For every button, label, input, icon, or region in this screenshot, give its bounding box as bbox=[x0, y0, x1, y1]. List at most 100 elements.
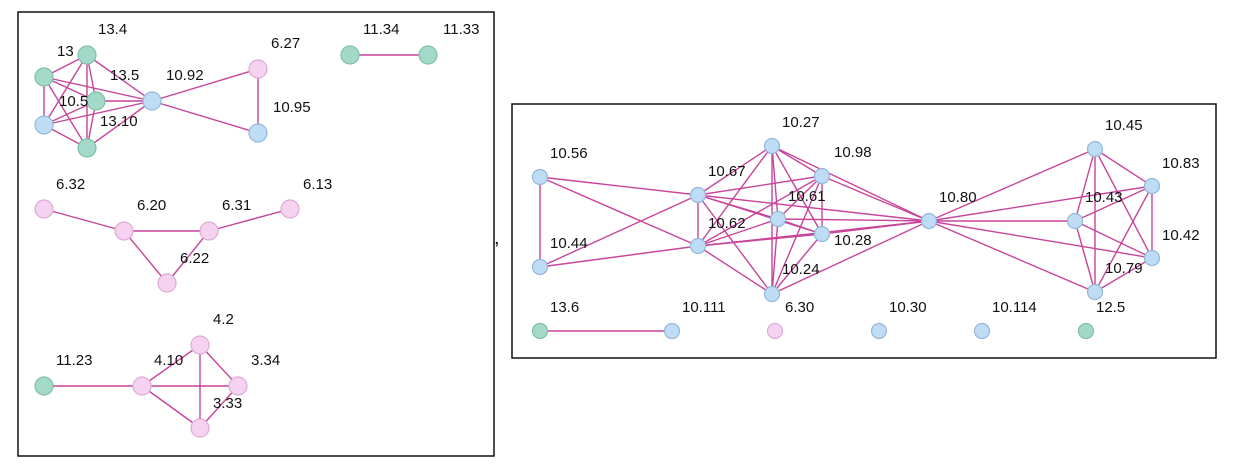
node-10-45 bbox=[1086, 140, 1104, 158]
edge-10-83-to-10-43 bbox=[1074, 185, 1153, 222]
nodes-layer bbox=[34, 45, 1161, 438]
node-10-95 bbox=[248, 123, 268, 143]
node-label-13: 13 bbox=[57, 43, 74, 60]
node-11-33 bbox=[418, 45, 438, 65]
edge-10-45-to-10-42 bbox=[1094, 148, 1153, 259]
node-label-6-22: 6.22 bbox=[180, 250, 209, 267]
node-10-114 bbox=[973, 322, 991, 340]
node-11-23 bbox=[34, 376, 54, 396]
node-label-6-20: 6.20 bbox=[137, 197, 166, 214]
edge-10-67-to-10-80 bbox=[697, 194, 930, 222]
edge-10-56-to-10-62 bbox=[539, 176, 699, 247]
edge-13-4-to-10-5 bbox=[43, 54, 88, 126]
node-10-61 bbox=[769, 210, 787, 228]
edge-6-31-to-6-13 bbox=[208, 208, 291, 232]
edge-10-61-to-10-80 bbox=[777, 218, 930, 222]
node-6-13 bbox=[280, 199, 300, 219]
edge-10-43-to-10-79 bbox=[1074, 220, 1096, 293]
edge-10-61-to-10-98 bbox=[777, 175, 823, 220]
node-label-10-80: 10.80 bbox=[939, 189, 977, 206]
edge-13-to-10-92 bbox=[43, 76, 153, 102]
edge-10-61-to-10-24 bbox=[771, 218, 779, 295]
node-label-13-4: 13.4 bbox=[98, 21, 127, 38]
node-4-10 bbox=[132, 376, 152, 396]
edge-10-80-to-10-79 bbox=[928, 220, 1096, 293]
left-panel-frame bbox=[17, 11, 495, 457]
edge-10-67-to-10-24 bbox=[697, 194, 773, 295]
node-label-6-27: 6.27 bbox=[271, 35, 300, 52]
node-10-83 bbox=[1143, 177, 1161, 195]
edge-10-62-to-10-61 bbox=[697, 218, 779, 247]
node-label-4-10: 4.10 bbox=[154, 352, 183, 369]
node-label-10-95: 10.95 bbox=[273, 99, 311, 116]
node-6-31 bbox=[199, 221, 219, 241]
edge-6-20-to-6-22 bbox=[123, 230, 168, 284]
edge-10-98-to-10-24 bbox=[771, 175, 823, 295]
edge-10-62-to-10-24 bbox=[697, 245, 773, 295]
node-label-10-30: 10.30 bbox=[889, 299, 927, 316]
node-label-10-111: 10.111 bbox=[682, 299, 726, 316]
node-label-3-34: 3.34 bbox=[251, 352, 280, 369]
node-label-10-56: 10.56 bbox=[550, 145, 588, 162]
edge-10-42-to-10-79 bbox=[1094, 257, 1153, 293]
edge-10-67-to-10-27 bbox=[697, 145, 773, 196]
edge-10-28-to-10-24 bbox=[771, 233, 823, 295]
node-label-10-27: 10.27 bbox=[782, 114, 820, 131]
node-label-13-6: 13.6 bbox=[550, 299, 579, 316]
node-label-10-114: 10.114 bbox=[992, 299, 1037, 316]
edge-10-44-to-10-62 bbox=[539, 245, 699, 268]
node-label-10-92: 10.92 bbox=[166, 67, 204, 84]
node-10-5 bbox=[34, 115, 54, 135]
node-label-10-5: 10.5 bbox=[59, 93, 88, 110]
node-11-34 bbox=[340, 45, 360, 65]
edge-10-92-to-6-27 bbox=[151, 68, 259, 102]
node-10-42 bbox=[1143, 249, 1161, 267]
node-label-13-10: 13.10 bbox=[100, 113, 138, 130]
node-10-79 bbox=[1086, 283, 1104, 301]
node-10-24 bbox=[763, 285, 781, 303]
node-10-92 bbox=[142, 91, 162, 111]
right-panel-frame bbox=[511, 103, 1217, 359]
node-13-10 bbox=[77, 138, 97, 158]
node-label-10-24: 10.24 bbox=[782, 261, 820, 278]
node-label-10-43: 10.43 bbox=[1085, 189, 1123, 206]
node-4-2 bbox=[190, 335, 210, 355]
node-10-43 bbox=[1066, 212, 1084, 230]
node-3-33 bbox=[190, 418, 210, 438]
node-10-27 bbox=[763, 137, 781, 155]
node-label-10-42: 10.42 bbox=[1162, 227, 1200, 244]
node-label-10-44: 10.44 bbox=[550, 235, 588, 252]
edge-10-83-to-10-79 bbox=[1094, 185, 1153, 293]
edge-10-45-to-10-83 bbox=[1094, 148, 1153, 187]
edge-10-28-to-10-80 bbox=[821, 220, 930, 235]
edge-10-62-to-10-98 bbox=[697, 175, 823, 247]
edge-10-80-to-10-83 bbox=[928, 185, 1153, 222]
node-label-10-45: 10.45 bbox=[1105, 117, 1143, 134]
node-label-4-2: 4.2 bbox=[213, 311, 234, 328]
edge-10-67-to-10-98 bbox=[697, 175, 823, 196]
node-label-10-28: 10.28 bbox=[834, 232, 872, 249]
edge-13-10-to-10-92 bbox=[86, 100, 153, 149]
edge-10-45-to-10-43 bbox=[1074, 148, 1096, 222]
node-10-98 bbox=[813, 167, 831, 185]
separator-comma: , bbox=[494, 227, 500, 249]
edge-10-27-to-10-61 bbox=[771, 145, 779, 220]
node-6-27 bbox=[248, 59, 268, 79]
node-10-30 bbox=[870, 322, 888, 340]
edges-layer bbox=[43, 54, 1153, 429]
edge-10-92-to-10-95 bbox=[151, 100, 259, 134]
node-10-44 bbox=[531, 258, 549, 276]
edge-10-27-to-10-98 bbox=[771, 145, 823, 177]
node-label-11-33: 11.33 bbox=[443, 21, 479, 38]
node-label-10-83: 10.83 bbox=[1162, 155, 1200, 172]
edge-4-10-to-4-2 bbox=[141, 344, 201, 387]
node-3-34 bbox=[228, 376, 248, 396]
node-10-28 bbox=[813, 225, 831, 243]
edge-13-to-13-10 bbox=[43, 76, 88, 149]
edge-10-5-to-10-92 bbox=[43, 100, 153, 126]
edge-4-10-to-3-33 bbox=[141, 385, 201, 429]
edge-10-80-to-10-45 bbox=[928, 148, 1096, 222]
node-label-6-31: 6.31 bbox=[222, 197, 251, 214]
